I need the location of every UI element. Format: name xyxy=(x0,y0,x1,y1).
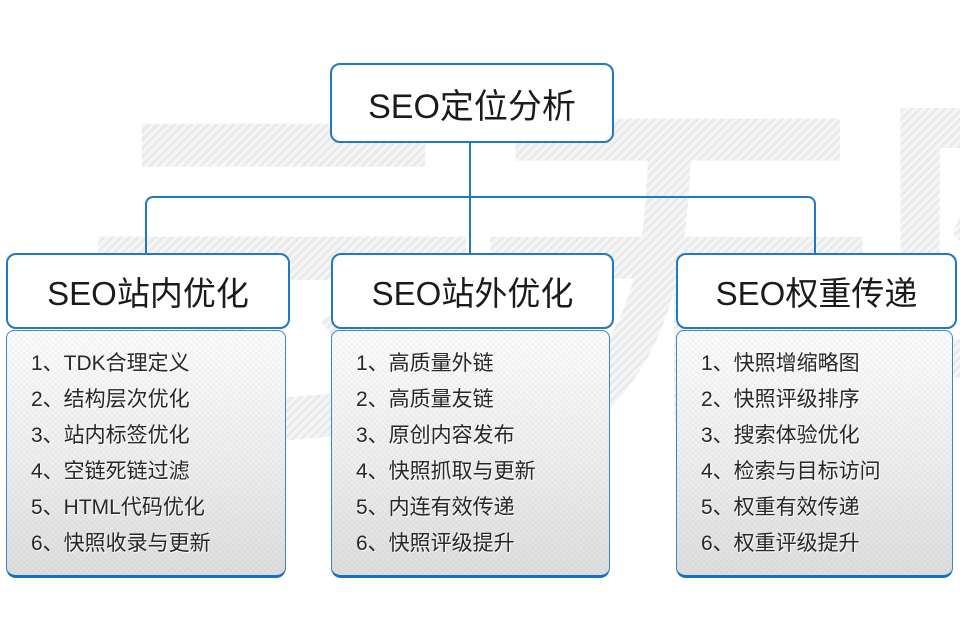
branch-weight-header: SEO权重传递 xyxy=(676,253,957,329)
branch-offsite-title: SEO站外优化 xyxy=(371,275,574,312)
list-item: 2、快照评级排序 xyxy=(701,388,860,411)
list-item: 3、原创内容发布 xyxy=(356,424,515,447)
branch-onsite-panel: 1、TDK合理定义 2、结构层次优化 3、站内标签优化 4、空链死链过滤 5、H… xyxy=(6,330,286,578)
list-item: 5、HTML代码优化 xyxy=(31,496,205,519)
list-item: 4、检索与目标访问 xyxy=(701,460,881,483)
connector-left-elbow xyxy=(145,196,472,255)
branch-weight-title: SEO权重传递 xyxy=(715,275,918,312)
list-item: 4、快照抓取与更新 xyxy=(356,460,536,483)
list-item: 1、TDK合理定义 xyxy=(31,352,190,375)
branch-onsite-header: SEO站内优化 xyxy=(6,253,290,329)
branch-offsite-panel: 1、高质量外链 2、高质量友链 3、原创内容发布 4、快照抓取与更新 5、内连有… xyxy=(331,330,610,578)
branch-weight-panel: 1、快照增缩略图 2、快照评级排序 3、搜索体验优化 4、检索与目标访问 5、权… xyxy=(676,330,953,578)
connector-right-elbow xyxy=(470,196,816,255)
connector-center-stem xyxy=(469,139,471,253)
list-item: 6、快照评级提升 xyxy=(356,532,515,555)
list-item: 1、高质量外链 xyxy=(356,352,494,375)
list-item: 2、高质量友链 xyxy=(356,388,494,411)
list-item: 5、内连有效传递 xyxy=(356,496,515,519)
branch-weight-list: 1、快照增缩略图 2、快照评级排序 3、搜索体验优化 4、检索与目标访问 5、权… xyxy=(677,331,952,562)
branch-offsite-header: SEO站外优化 xyxy=(331,253,614,329)
branch-onsite-list: 1、TDK合理定义 2、结构层次优化 3、站内标签优化 4、空链死链过滤 5、H… xyxy=(7,331,285,562)
root-node-label: SEO定位分析 xyxy=(368,87,576,126)
branch-offsite-list: 1、高质量外链 2、高质量友链 3、原创内容发布 4、快照抓取与更新 5、内连有… xyxy=(332,331,609,562)
list-item: 3、搜索体验优化 xyxy=(701,424,860,447)
list-item: 5、权重有效传递 xyxy=(701,496,860,519)
list-item: 3、站内标签优化 xyxy=(31,424,190,447)
list-item: 4、空链死链过滤 xyxy=(31,460,190,483)
branch-onsite-title: SEO站内优化 xyxy=(47,275,249,312)
list-item: 2、结构层次优化 xyxy=(31,388,190,411)
root-node: SEO定位分析 xyxy=(330,63,614,143)
list-item: 6、权重评级提升 xyxy=(701,532,860,555)
list-item: 1、快照增缩略图 xyxy=(701,352,860,375)
list-item: 6、快照收录与更新 xyxy=(31,532,211,555)
